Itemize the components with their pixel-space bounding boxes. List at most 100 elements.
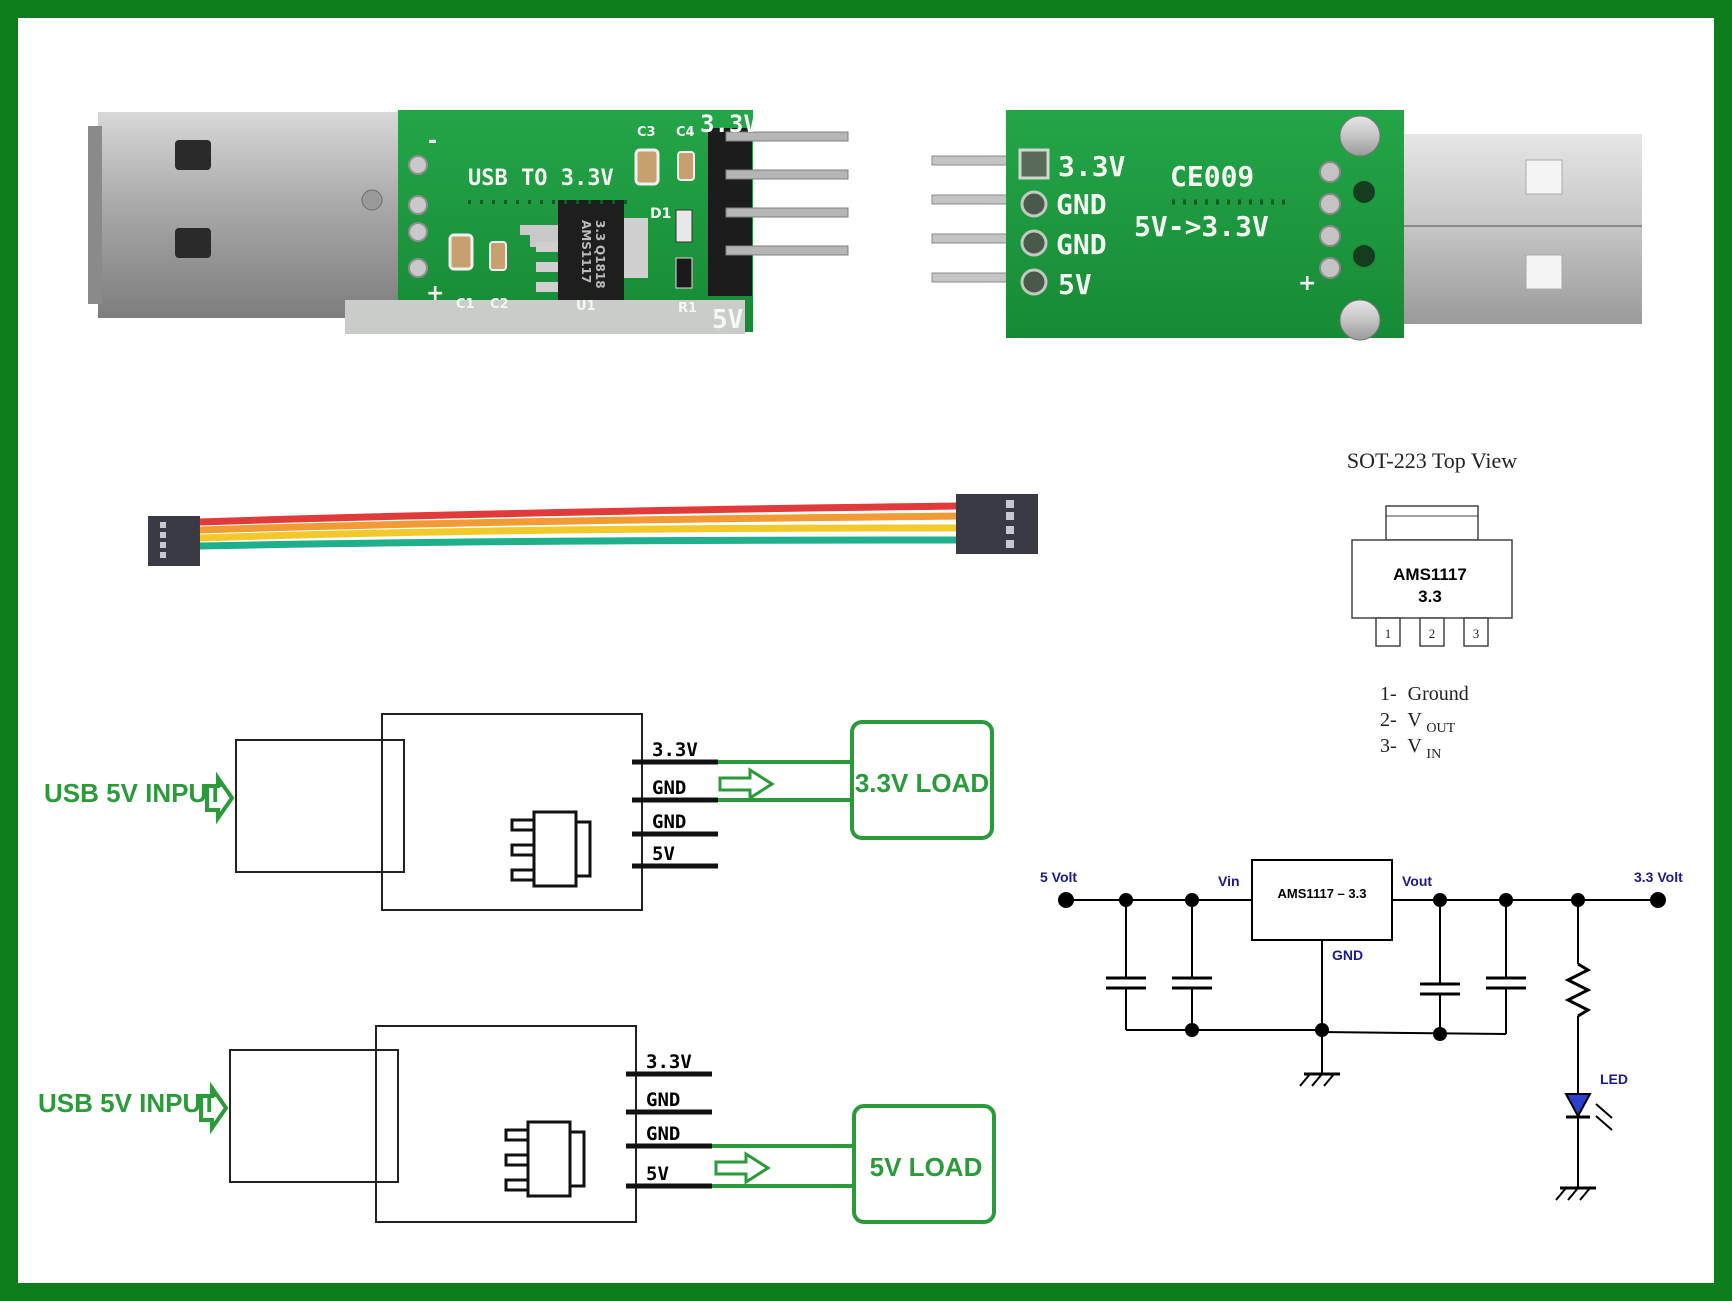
load-label-5v: 5V LOAD (870, 1152, 983, 1182)
c1-label: C1 (456, 297, 475, 312)
board-outline (375, 1025, 637, 1223)
pinout-line-2: 2- V OUT (1380, 709, 1456, 736)
back-plus-label: + (1298, 271, 1316, 296)
back-pin-label-2: GND (1056, 188, 1107, 221)
c4-label: C4 (676, 125, 695, 140)
schematic-in-label: 5 Volt (1040, 869, 1077, 885)
load-box-5v (852, 1104, 996, 1224)
capacitor-c2 (489, 241, 507, 271)
wiring2-pin-gnd1: GND (646, 1089, 680, 1111)
pinout-num-2: 2- (1380, 709, 1397, 731)
sot223-pin-number-1: 1 (1385, 626, 1392, 641)
pinout-line-1: 1- Ground (1380, 683, 1469, 705)
resistor-r1 (675, 257, 693, 289)
load-label-3v3: 3.3V LOAD (855, 768, 989, 798)
output-arrow-icon (718, 767, 775, 801)
pcb-back (1006, 110, 1404, 338)
back-pin-label-3: GND (1056, 228, 1107, 261)
usb-board-front: - + USB TO 3.3V AMS1117 3.3 Q1818 C1 C2 … (88, 110, 849, 335)
pin-label-3v3: 3.3V (700, 110, 758, 138)
capacitor-c3 (634, 148, 660, 186)
schematic-led: LED (1600, 1071, 1628, 1087)
wiring1-pin-3v3: 3.3V (652, 739, 698, 761)
pinout-name-2: V (1407, 709, 1422, 731)
input-arrow-icon (199, 1081, 229, 1135)
usb-plug-outline (235, 739, 405, 873)
usb-plug-hole (175, 140, 211, 170)
schematic-regulator-label: AMS1117 – 3.3 (1278, 886, 1367, 901)
wiring-diagram-5v: USB 5V INPUT 3.3V GND GND 5V 5V LOAD (38, 1025, 996, 1224)
sot223-pin-3 (1463, 617, 1489, 647)
pinout-sub-2: OUT (1426, 721, 1455, 736)
load-box-3v3 (850, 720, 994, 840)
wiring2-pin-5v: 5V (646, 1163, 669, 1185)
schematic-vout: Vout (1402, 873, 1432, 889)
sot223-tab (1385, 505, 1479, 541)
board-model: CE009 (1170, 160, 1254, 193)
pinout-num-3: 3- (1380, 735, 1397, 757)
chip-label-2: 3.3 (593, 220, 607, 241)
diode-d1 (675, 209, 693, 243)
wiring-diagram-3v3: USB 5V INPUT 3.3V GND GND 5V 3.3V LOAD (44, 713, 994, 911)
board-outline (381, 713, 643, 911)
board-front-title: USB TO 3.3V (468, 166, 614, 191)
usb-plug-hole (175, 228, 211, 258)
pinout-num-1: 1- (1380, 683, 1397, 705)
c2-label: C2 (490, 297, 509, 312)
wiring2-pin-gnd2: GND (646, 1123, 680, 1145)
pinout-name-3: V (1407, 735, 1422, 757)
sot223-pin-2 (1419, 617, 1445, 647)
sot223-chip-label-2: 3.3 (1418, 587, 1442, 606)
back-pin-label-4: 5V (1058, 268, 1092, 301)
chip-label-3: Q1818 (593, 245, 607, 289)
sot223-pin-number-3: 3 (1473, 626, 1480, 641)
pinout-line-3: 3- V IN (1380, 735, 1441, 762)
usb-plug-hole (1525, 254, 1563, 290)
d1-label: D1 (650, 206, 671, 222)
usb-plug-metal (98, 112, 400, 318)
usb-plug-hole (1525, 159, 1563, 195)
conversion-label: 5V->3.3V (1134, 210, 1269, 243)
regulator-schematic (1066, 859, 1658, 1201)
regulator-block (1251, 859, 1393, 941)
capacitor-c1 (448, 233, 474, 271)
schematic-gnd: GND (1332, 947, 1363, 963)
regulator-chip (558, 200, 624, 300)
usb-input-label: USB 5V INPUT (44, 778, 223, 808)
output-arrow-icon (714, 1151, 771, 1185)
c3-label: C3 (637, 125, 656, 140)
minus-label: - (428, 129, 437, 154)
usb-board-back: 3.3V GND GND 5V CE009 5V->3.3V + (931, 110, 1642, 341)
plus-label: + (426, 281, 444, 306)
capacitor-c4 (677, 151, 695, 181)
pinout-name-1: Ground (1408, 683, 1469, 705)
wiring1-pin-gnd2: GND (652, 811, 686, 833)
usb-plug-metal (1404, 134, 1642, 324)
sot223-pin-1 (1375, 617, 1401, 647)
schematic-vin: Vin (1218, 873, 1240, 889)
sot223-pin-number-2: 2 (1429, 626, 1436, 641)
sot223-body (1351, 539, 1513, 619)
pin-label-5v: 5V (712, 305, 743, 335)
schematic-out-label: 3.3 Volt (1634, 869, 1683, 885)
jumper-cable (148, 494, 1038, 566)
wiring1-pin-5v: 5V (652, 843, 675, 865)
cable-connector-left (148, 516, 200, 566)
sot223-chip-label-1: AMS1117 (1393, 565, 1467, 584)
sot223-title: SOT-223 Top View (1347, 448, 1517, 473)
schematic-nodes (1058, 892, 1666, 1041)
pinout-sub-3: IN (1426, 747, 1441, 762)
usb-input-label: USB 5V INPUT (38, 1088, 217, 1118)
cable-connector-right (956, 494, 1038, 554)
input-arrow-icon (205, 771, 235, 825)
wiring1-pin-gnd1: GND (652, 777, 686, 799)
r1-label: R1 (678, 301, 697, 316)
u1-label: U1 (576, 299, 596, 314)
led-symbol (1564, 1093, 1592, 1119)
wiring2-pin-3v3: 3.3V (646, 1051, 692, 1073)
chip-label-1: AMS1117 (579, 220, 593, 283)
back-pin-label-1: 3.3V (1058, 150, 1126, 183)
sot223-diagram: SOT-223 Top View AMS1117 3.3 1 2 3 1- Gr… (1347, 448, 1517, 762)
usb-plug-outline (229, 1049, 399, 1183)
